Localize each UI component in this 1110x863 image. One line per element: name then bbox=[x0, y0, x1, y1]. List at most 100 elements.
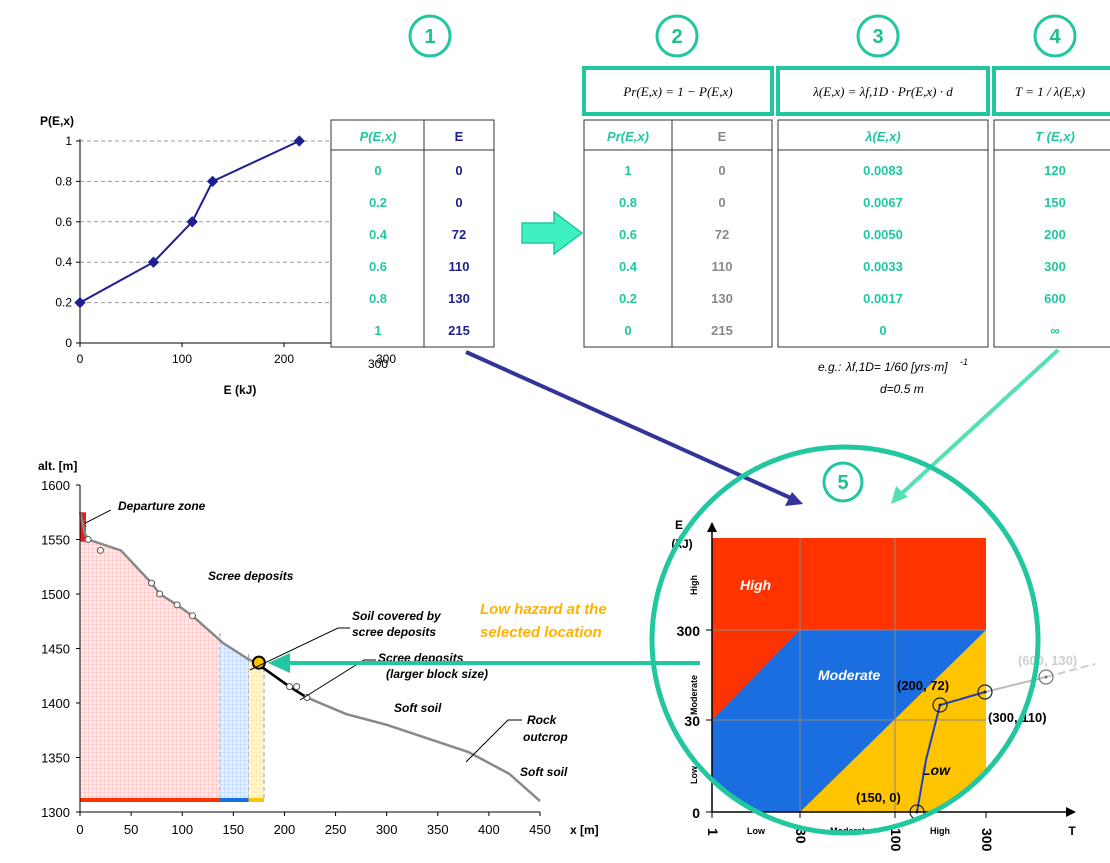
x-tick-label: 200 bbox=[274, 352, 294, 366]
y-tick-label: 1300 bbox=[41, 805, 70, 820]
leader-line bbox=[249, 627, 350, 671]
table2-cell-pr: 0.4 bbox=[619, 259, 638, 274]
label-soft-soil-1: Soft soil bbox=[394, 701, 442, 715]
x-tick-label: 150 bbox=[222, 822, 244, 837]
leader-line bbox=[465, 719, 522, 763]
data-point bbox=[147, 256, 160, 268]
y-band-label: Low bbox=[689, 765, 699, 784]
label-soil-covered-1: Soil covered by bbox=[352, 609, 442, 623]
note-lambda: λf,1D= 1/60 [yrs·m] bbox=[845, 360, 948, 374]
x-tick-label: 300 bbox=[376, 822, 398, 837]
profile-vertex bbox=[84, 536, 92, 543]
label-scree-deposits: Scree deposits bbox=[208, 569, 294, 583]
formula-box-4 bbox=[992, 66, 1110, 116]
table2-header-pr: Pr(E,x) bbox=[607, 129, 649, 144]
y-tick-label: 1450 bbox=[41, 642, 70, 657]
y-tick-label: 1550 bbox=[41, 533, 70, 548]
chart1-xlabel: E (kJ) bbox=[224, 383, 257, 397]
table1-cell-e: 110 bbox=[449, 259, 470, 274]
table4-cell: 300 bbox=[1044, 259, 1066, 274]
chart2-ylabel: alt. [m] bbox=[38, 459, 77, 473]
hazard-point bbox=[977, 684, 993, 700]
y-band-label: Moderate bbox=[689, 675, 699, 715]
hazard-point-dot bbox=[983, 690, 987, 694]
y-tick-label: 1 bbox=[65, 134, 72, 148]
arrow-table4-to-map bbox=[891, 348, 1060, 504]
table2-cell-pr: 0.8 bbox=[619, 195, 637, 210]
x-tick-label: 200 bbox=[274, 822, 296, 837]
table3-cell: 0.0017 bbox=[863, 291, 903, 306]
y-tick-label: 300 bbox=[677, 623, 701, 639]
step-3: 3 bbox=[856, 14, 900, 58]
x-tick-label: 30 bbox=[793, 828, 809, 844]
y-tick-label: 0.8 bbox=[55, 174, 72, 188]
hazard-zone-bar bbox=[220, 798, 249, 802]
leader-line bbox=[299, 659, 376, 701]
table2-cell-e: 72 bbox=[715, 227, 729, 242]
callout-arrow-head bbox=[268, 653, 290, 673]
step-4: 4 bbox=[1033, 14, 1077, 58]
hazard-zone-area bbox=[220, 640, 249, 798]
matrix-xlabel: T bbox=[1068, 824, 1076, 838]
path-curve bbox=[916, 691, 986, 813]
profile-vertex bbox=[188, 612, 196, 620]
table3-cell: 0.0083 bbox=[863, 163, 903, 178]
profile-vertex bbox=[286, 683, 294, 691]
point-label: (150, 0) bbox=[856, 790, 901, 805]
y-tick-label: 0 bbox=[692, 805, 700, 821]
hazard-zone-bar bbox=[80, 798, 221, 802]
x-tick-label: 250 bbox=[325, 822, 347, 837]
table1-cell-e: 0 bbox=[455, 163, 462, 178]
x-axis-arrow bbox=[1066, 807, 1076, 817]
note-d: d=0.5 m bbox=[880, 382, 924, 396]
table3-cell: 0.0067 bbox=[863, 195, 903, 210]
point-label: (600, 130) bbox=[1018, 653, 1077, 668]
profile-vertex bbox=[148, 579, 156, 587]
table4-cell: 200 bbox=[1044, 227, 1066, 242]
x-tick-label: 450 bbox=[529, 822, 551, 837]
svg-text:1: 1 bbox=[424, 26, 435, 48]
zone-label-low: Low bbox=[922, 762, 951, 778]
table4-cell: ∞ bbox=[1050, 323, 1059, 338]
right-arrow-icon bbox=[521, 210, 584, 256]
y-tick-label: 1600 bbox=[41, 478, 70, 493]
data-point bbox=[206, 175, 219, 188]
table2-cell-e: 130 bbox=[711, 291, 733, 306]
zone-label-high: High bbox=[740, 577, 771, 593]
formula-2: Pr(E,x) = 1 − P(E,x) bbox=[622, 84, 732, 99]
step-1: 1 bbox=[408, 14, 452, 58]
table1-axis-300: 300 bbox=[368, 357, 388, 371]
table1-cell-p: 0.4 bbox=[369, 227, 388, 242]
selected-location-marker bbox=[251, 655, 266, 670]
table4-header: T (E,x) bbox=[1035, 129, 1075, 144]
note-exponent: -1 bbox=[960, 357, 968, 367]
data-point bbox=[186, 216, 198, 228]
label-rock-2: outcrop bbox=[523, 730, 568, 744]
matrix-ylabel-e: E bbox=[675, 518, 683, 532]
x-tick-label: 100 bbox=[888, 828, 904, 852]
table2-cell-pr: 1 bbox=[624, 163, 631, 178]
table4-cell: 120 bbox=[1044, 163, 1066, 178]
table3-cell: 0.0050 bbox=[863, 227, 903, 242]
x-tick-label: 0 bbox=[76, 822, 83, 837]
path-curve-ext bbox=[984, 676, 1047, 693]
y-tick-label: 1500 bbox=[41, 587, 70, 602]
selection-circle bbox=[649, 444, 1041, 836]
x-tick-label: 400 bbox=[478, 822, 500, 837]
table2-cell-e: 215 bbox=[711, 323, 733, 338]
y-tick-label: 1400 bbox=[41, 696, 70, 711]
leader-line bbox=[84, 509, 111, 524]
table2-cell-pr: 0.2 bbox=[619, 291, 637, 306]
callout-line-2: selected location bbox=[480, 624, 602, 641]
step-2: 2 bbox=[655, 14, 699, 58]
x-tick-label: 0 bbox=[77, 352, 84, 366]
data-point bbox=[293, 135, 305, 147]
hazard-point bbox=[1038, 669, 1054, 685]
y-tick-label: 0.2 bbox=[55, 296, 72, 310]
svg-text:2: 2 bbox=[671, 26, 682, 48]
